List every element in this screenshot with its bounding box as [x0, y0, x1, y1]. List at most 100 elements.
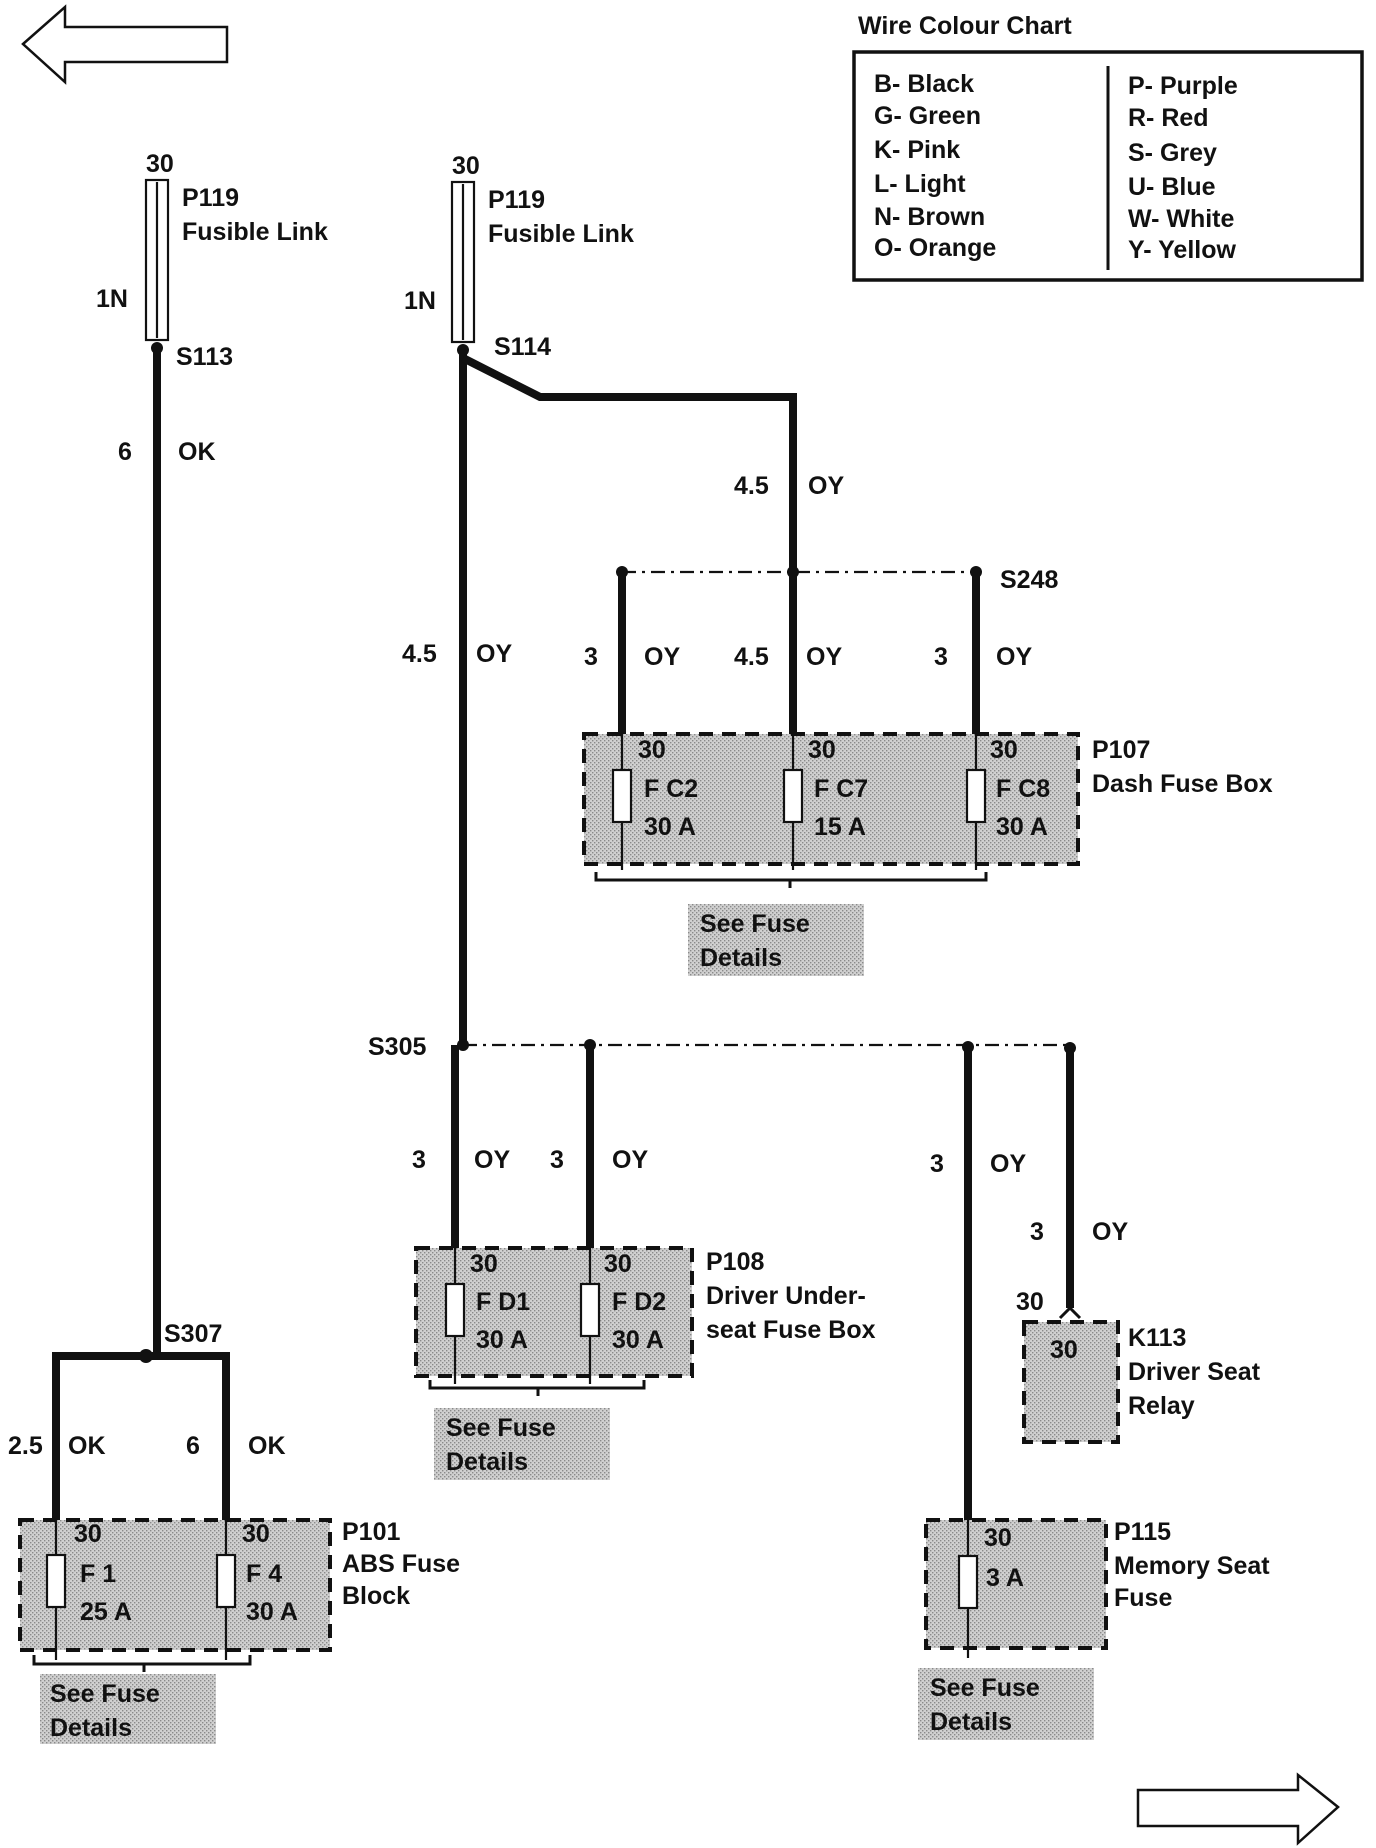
fuse-id: F C7	[814, 775, 868, 803]
box-ref: P115	[1114, 1518, 1171, 1546]
svg-text:See Fuse: See Fuse	[700, 910, 810, 938]
svg-text:3: 3	[930, 1150, 944, 1178]
svg-text:See Fuse: See Fuse	[50, 1680, 160, 1708]
svg-text:30: 30	[984, 1524, 1012, 1552]
svg-text:30: 30	[1016, 1288, 1044, 1316]
colour-entry: W- White	[1128, 205, 1235, 233]
svg-text:3: 3	[412, 1146, 426, 1174]
svg-text:Memory Seat: Memory Seat	[1114, 1552, 1270, 1580]
svg-text:30: 30	[1050, 1336, 1078, 1364]
svg-text:OY: OY	[996, 643, 1032, 671]
svg-text:ABS Fuse: ABS Fuse	[342, 1550, 460, 1578]
svg-text:OY: OY	[476, 640, 512, 668]
fuse-box-p107: 30 F C2 30 A 30 F C7 15 A 30 F C8 30 A P…	[582, 732, 1273, 888]
svg-text:OY: OY	[1092, 1218, 1128, 1246]
fuse-rating: 30 A	[246, 1598, 298, 1626]
fusible-link-name: Fusible Link	[488, 220, 634, 248]
see-fuse-details-p115[interactable]: See Fuse Details	[918, 1668, 1094, 1740]
fusible-link-left: 30 P119 Fusible Link 1N	[96, 150, 328, 342]
fuse-id: F C2	[644, 775, 698, 803]
svg-text:2.5: 2.5	[8, 1432, 43, 1460]
svg-text:OY: OY	[806, 643, 842, 671]
svg-text:Block: Block	[342, 1582, 410, 1610]
svg-text:See Fuse: See Fuse	[930, 1674, 1040, 1702]
fuse-box-p108: 30 F D1 30 A 30 F D2 30 A P108 Driver Un…	[414, 1246, 876, 1396]
svg-text:30: 30	[452, 152, 480, 180]
svg-text:OY: OY	[644, 643, 680, 671]
svg-text:OK: OK	[248, 1432, 286, 1460]
splice-label: S248	[1000, 566, 1058, 594]
svg-text:3: 3	[934, 643, 948, 671]
svg-text:OY: OY	[990, 1150, 1026, 1178]
svg-text:OY: OY	[612, 1146, 648, 1174]
fusible-link-ref: P119	[182, 184, 239, 212]
splice-label: S113	[176, 343, 233, 371]
colour-entry: P- Purple	[1128, 72, 1238, 100]
svg-text:Details: Details	[700, 944, 782, 972]
box-ref: P107	[1092, 736, 1150, 764]
colour-entry: U- Blue	[1128, 173, 1216, 201]
see-fuse-details-p107[interactable]: See Fuse Details	[688, 904, 864, 976]
forward-arrow-icon[interactable]	[1136, 1772, 1340, 1846]
svg-text:30: 30	[990, 736, 1018, 764]
svg-text:6: 6	[118, 438, 132, 466]
svg-text:30: 30	[242, 1520, 270, 1548]
svg-text:See Fuse: See Fuse	[446, 1414, 556, 1442]
svg-text:3: 3	[550, 1146, 564, 1174]
fuse-id: F 4	[246, 1560, 282, 1588]
svg-text:30: 30	[638, 736, 666, 764]
fuse-rating: 30 A	[612, 1326, 664, 1354]
colour-entry: O- Orange	[874, 234, 996, 262]
fuse-box-p115: 30 3 A P115 Memory Seat Fuse	[924, 1518, 1270, 1658]
svg-text:seat Fuse Box: seat Fuse Box	[706, 1316, 876, 1344]
colour-entry: K- Pink	[874, 136, 960, 164]
svg-text:Driver Under-: Driver Under-	[706, 1282, 866, 1310]
fuse-rating: 25 A	[80, 1598, 132, 1626]
colour-entry: N- Brown	[874, 203, 985, 231]
wire-ok-branch	[52, 1352, 230, 1540]
wire-colour-chart: Wire Colour Chart B- Black G- Green K- P…	[852, 12, 1364, 282]
svg-text:30: 30	[74, 1520, 102, 1548]
svg-text:6: 6	[186, 1432, 200, 1460]
relay-k113: 30 30 K113 Driver Seat Relay	[1016, 1288, 1261, 1444]
svg-text:OK: OK	[178, 438, 216, 466]
splice-label: S307	[164, 1320, 222, 1348]
svg-text:Relay: Relay	[1128, 1392, 1195, 1420]
see-fuse-details-p108[interactable]: See Fuse Details	[434, 1408, 610, 1480]
svg-text:3: 3	[1030, 1218, 1044, 1246]
back-arrow-icon[interactable]	[21, 4, 229, 85]
fuse-rating: 30 A	[996, 813, 1048, 841]
svg-text:4.5: 4.5	[734, 643, 769, 671]
svg-text:3: 3	[584, 643, 598, 671]
box-ref: K113	[1128, 1324, 1186, 1352]
colour-entry: L- Light	[874, 170, 966, 198]
box-ref: P101	[342, 1518, 400, 1546]
splice-s305	[457, 1039, 469, 1051]
svg-text:Details: Details	[50, 1714, 132, 1742]
svg-text:Fuse: Fuse	[1114, 1584, 1172, 1612]
colour-entry: G- Green	[874, 102, 981, 130]
fusible-link-name: Fusible Link	[182, 218, 328, 246]
wire-oy-dash	[461, 354, 797, 572]
svg-text:OY: OY	[808, 472, 844, 500]
svg-text:Dash Fuse Box: Dash Fuse Box	[1092, 770, 1273, 798]
fuse-id: F C8	[996, 775, 1050, 803]
svg-text:OK: OK	[68, 1432, 106, 1460]
splice-label: S305	[368, 1033, 426, 1061]
fuse-id: F 1	[80, 1560, 116, 1588]
fuse-rating: 15 A	[814, 813, 866, 841]
fuse-rating: 30 A	[644, 813, 696, 841]
fusible-link-middle: 30 P119 Fusible Link 1N	[404, 152, 634, 344]
svg-text:30: 30	[808, 736, 836, 764]
fuse-id: F D1	[476, 1288, 530, 1316]
svg-text:Driver Seat: Driver Seat	[1128, 1358, 1261, 1386]
splice-label: S114	[494, 333, 551, 361]
box-ref: P108	[706, 1248, 764, 1276]
wire-label: 1N	[404, 287, 436, 315]
svg-text:4.5: 4.5	[734, 472, 769, 500]
see-fuse-details-p101[interactable]: See Fuse Details	[40, 1674, 216, 1744]
wire-label: 1N	[96, 285, 128, 313]
svg-text:30: 30	[604, 1250, 632, 1278]
colour-entry: Y- Yellow	[1128, 236, 1236, 264]
